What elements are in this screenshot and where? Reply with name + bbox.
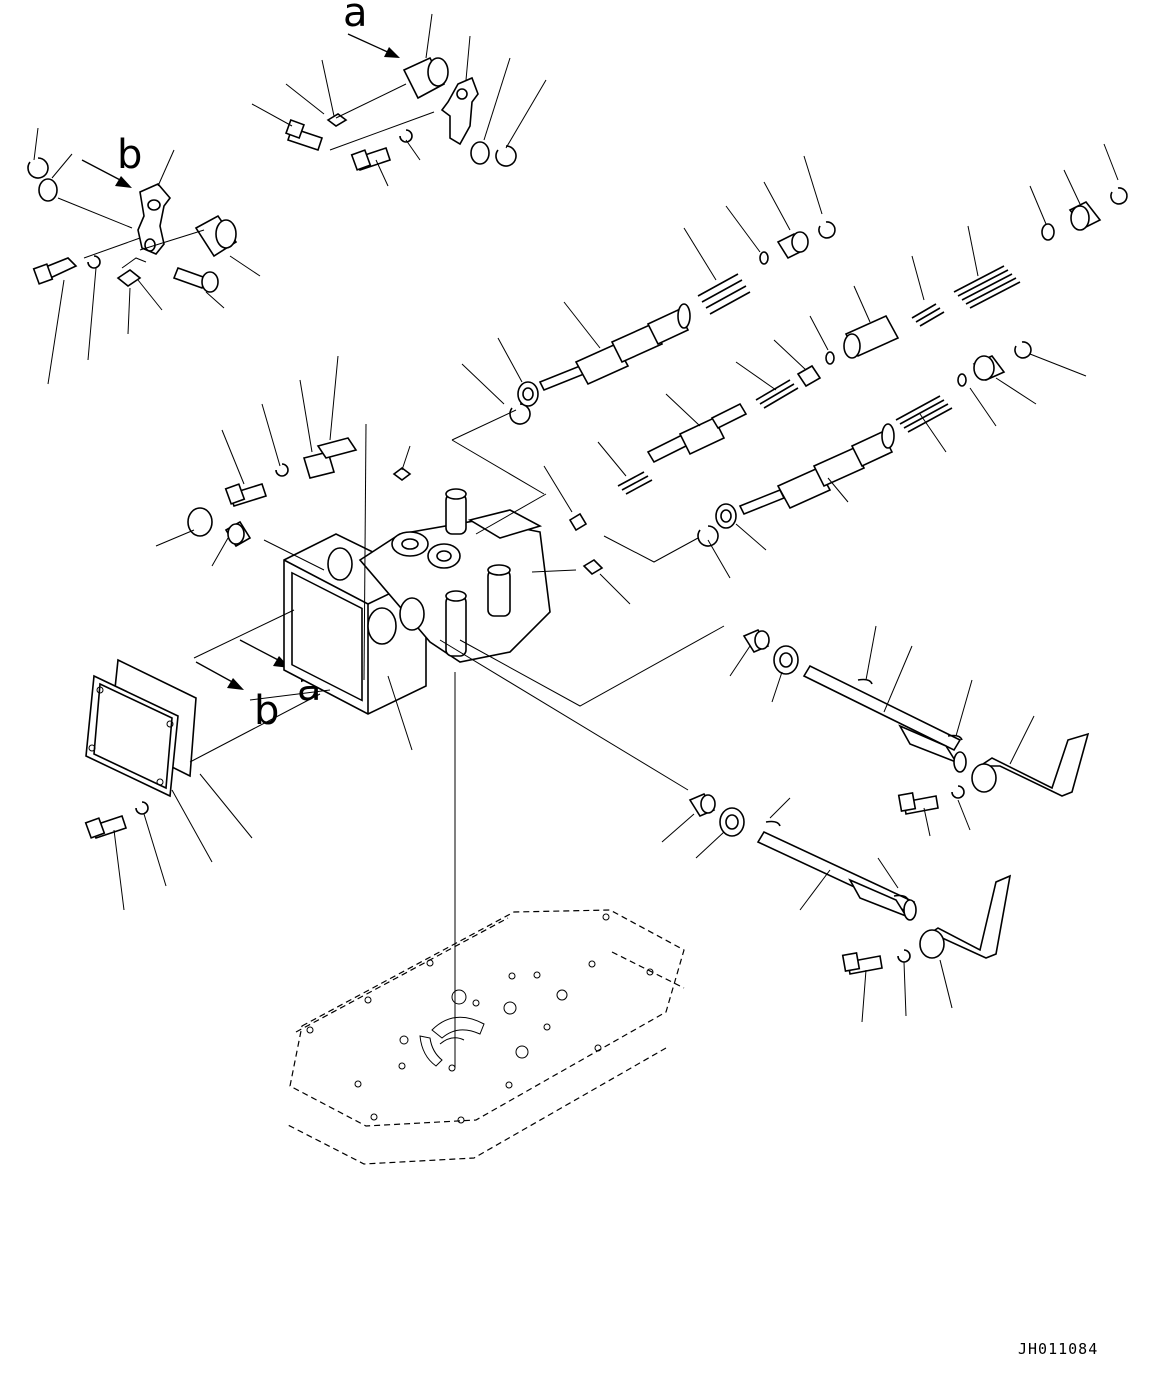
seal	[719, 807, 745, 837]
spring-seat	[796, 364, 822, 388]
shaft-assembly-upper	[742, 628, 1090, 815]
lever-arm	[440, 76, 479, 146]
bolt	[172, 266, 208, 290]
seal	[715, 503, 737, 529]
key	[947, 734, 963, 741]
view-letter-b-bottom: b	[254, 688, 279, 734]
washer	[470, 141, 490, 165]
o-ring	[957, 373, 967, 387]
washer	[38, 178, 58, 202]
bracket	[977, 732, 1090, 797]
pin	[116, 269, 142, 287]
snap-ring	[495, 145, 517, 167]
separator-plate-dashed	[285, 672, 685, 1165]
spring	[911, 303, 945, 327]
o-ring	[1041, 223, 1055, 241]
spool	[776, 466, 832, 510]
snap-ring	[697, 525, 719, 547]
spool-assembly-lower	[697, 341, 1032, 547]
spool-assembly-middle	[568, 364, 822, 532]
snap-ring	[27, 157, 49, 179]
view-marker-a-top: a	[343, 0, 400, 58]
spring	[953, 265, 1021, 309]
lock-washer	[135, 801, 149, 815]
key	[765, 820, 781, 827]
lever-assembly-a	[285, 56, 517, 172]
spool	[678, 416, 726, 456]
drawing-code: JH011084	[1018, 1340, 1099, 1358]
shaft-assembly-lower	[688, 792, 1012, 975]
spool-stem	[538, 364, 586, 392]
snap-ring	[818, 221, 836, 239]
lock-washer	[275, 463, 289, 477]
lock-washer	[897, 949, 911, 963]
ball	[568, 512, 588, 532]
view-letter-b-top: b	[117, 132, 142, 178]
spring	[697, 273, 751, 315]
lever-assembly-b	[27, 157, 238, 293]
bracket	[923, 874, 1012, 959]
body-small-parts	[187, 437, 358, 548]
pin	[326, 113, 348, 127]
lock-washer	[87, 255, 101, 269]
snap-ring	[1110, 187, 1128, 205]
view-letter-a-top: a	[343, 0, 368, 36]
shaft	[802, 664, 962, 752]
spool-stem	[738, 488, 786, 516]
lever-arm	[137, 183, 172, 255]
leader-lines	[33, 13, 1119, 1023]
valve-body	[283, 467, 604, 715]
key	[857, 678, 873, 685]
spring	[755, 379, 799, 409]
snap-ring	[1014, 341, 1032, 359]
lock-washer	[399, 129, 413, 143]
o-ring	[759, 251, 769, 265]
spool-assembly-upper	[509, 187, 1128, 425]
seal	[517, 381, 539, 407]
cover-plate	[84, 658, 197, 840]
plug	[392, 467, 412, 481]
spring	[617, 471, 653, 495]
view-marker-b-top: b	[81, 132, 142, 188]
plate	[316, 437, 358, 459]
plug	[582, 558, 604, 576]
spring	[895, 395, 953, 433]
key	[893, 894, 909, 901]
snap-ring	[509, 403, 531, 425]
lock-washer	[951, 785, 965, 799]
cover	[85, 674, 179, 798]
seal	[773, 645, 799, 675]
spool	[574, 342, 630, 386]
o-ring	[825, 351, 835, 365]
plug	[187, 507, 213, 537]
